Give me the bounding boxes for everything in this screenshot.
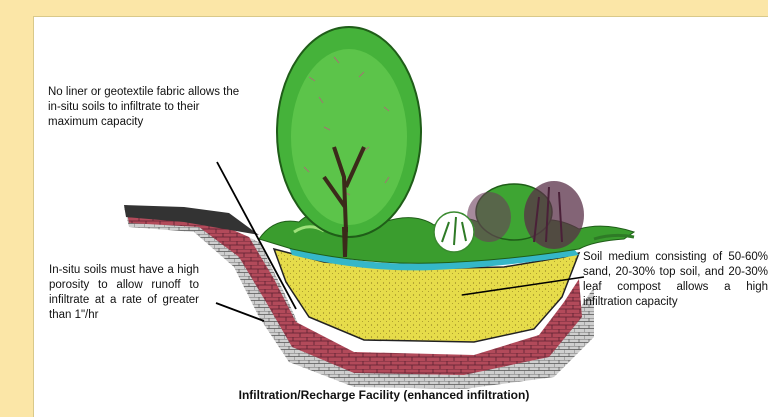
diagram-panel bbox=[33, 16, 768, 417]
diagram-caption: Infiltration/Recharge Facility (enhanced… bbox=[0, 388, 768, 402]
annotation-insitu-soils: In-situ soils must have a high porosity … bbox=[49, 263, 199, 323]
annotation-soil-medium: Soil medium consisting of 50-60% sand, 2… bbox=[583, 250, 768, 310]
facility-illustration bbox=[34, 17, 768, 417]
annotation-no-liner: No liner or geotextile fabric allows the… bbox=[48, 85, 248, 130]
